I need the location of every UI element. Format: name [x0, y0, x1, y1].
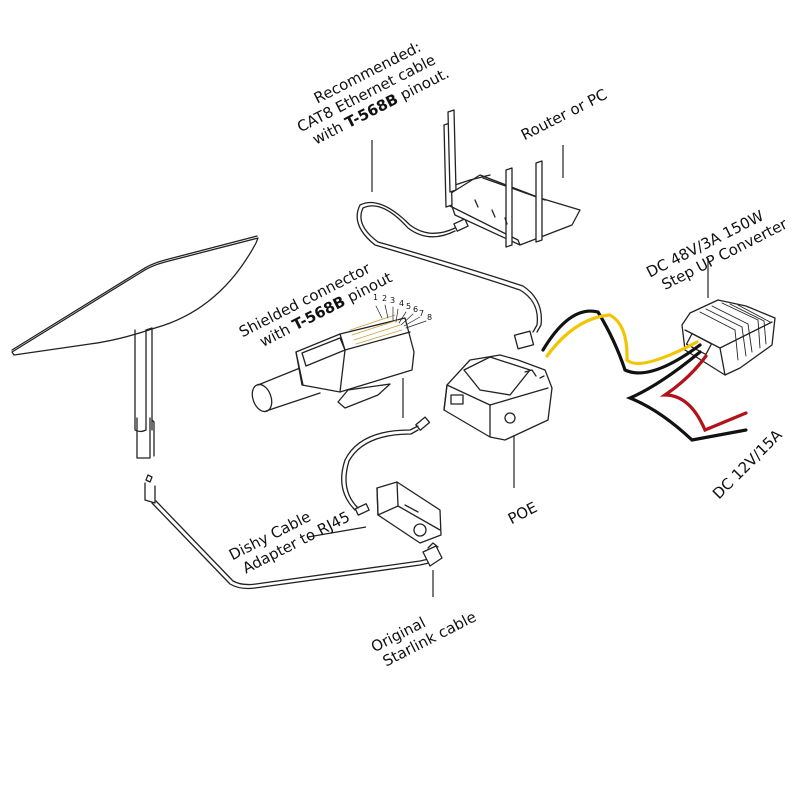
dc-wires: [541, 309, 748, 442]
dishy-cable-adapter: [376, 481, 442, 544]
starlink-dish: [11, 235, 259, 459]
pin-label-6: 6: [413, 305, 419, 314]
wire-red-output: [659, 354, 748, 433]
ethernet-cable: [356, 201, 543, 350]
poe-injector: [443, 354, 553, 441]
rj45-shielded-connector: [251, 304, 427, 413]
router: [443, 109, 581, 248]
pin-label-8: 8: [427, 313, 433, 322]
adapter-ethernet-cable: [341, 416, 431, 516]
leader-lines: [307, 140, 709, 597]
pin-label-2: 2: [382, 294, 388, 303]
pin-label-3: 3: [390, 296, 396, 305]
pin-label-5: 5: [406, 302, 412, 311]
step-up-converter: [681, 299, 776, 376]
wire-black-input: [541, 309, 702, 375]
pin-label-4: 4: [399, 299, 405, 308]
wire-yellow-input: [545, 313, 699, 365]
original-starlink-cable: [144, 474, 443, 590]
pin-label-7: 7: [419, 309, 425, 318]
pin-label-1: 1: [373, 293, 379, 302]
wire-black-output: [625, 350, 748, 442]
